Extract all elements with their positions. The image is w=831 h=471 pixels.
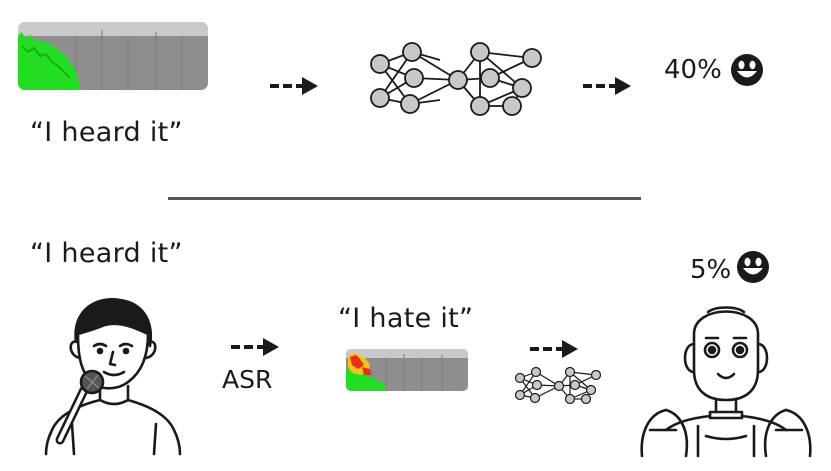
microphone-icon [55, 369, 105, 445]
section-divider [168, 197, 641, 200]
neural-network-small-icon [514, 366, 602, 405]
adversarial-spectrogram-icon [346, 349, 468, 391]
asr-label: ASR [222, 365, 273, 394]
top-quote: “I heard it” [30, 117, 183, 148]
arrow-right-icon [231, 338, 279, 356]
smiley-icon [737, 251, 769, 283]
smiley-icon [731, 54, 763, 86]
top-confidence-label: 40% [664, 55, 722, 85]
speaker-person-icon [44, 298, 182, 456]
neural-network-icon [370, 42, 542, 116]
bottom-transcript-quote: “I hate it” [338, 303, 474, 334]
bottom-spoken-quote: “I heard it” [30, 238, 183, 269]
robot-icon [640, 306, 812, 458]
clean-spectrogram-icon [18, 22, 208, 90]
arrow-right-icon [530, 340, 578, 358]
arrow-right-icon [270, 77, 318, 95]
arrow-right-icon [583, 77, 631, 95]
bottom-confidence-label: 5% [690, 255, 732, 285]
